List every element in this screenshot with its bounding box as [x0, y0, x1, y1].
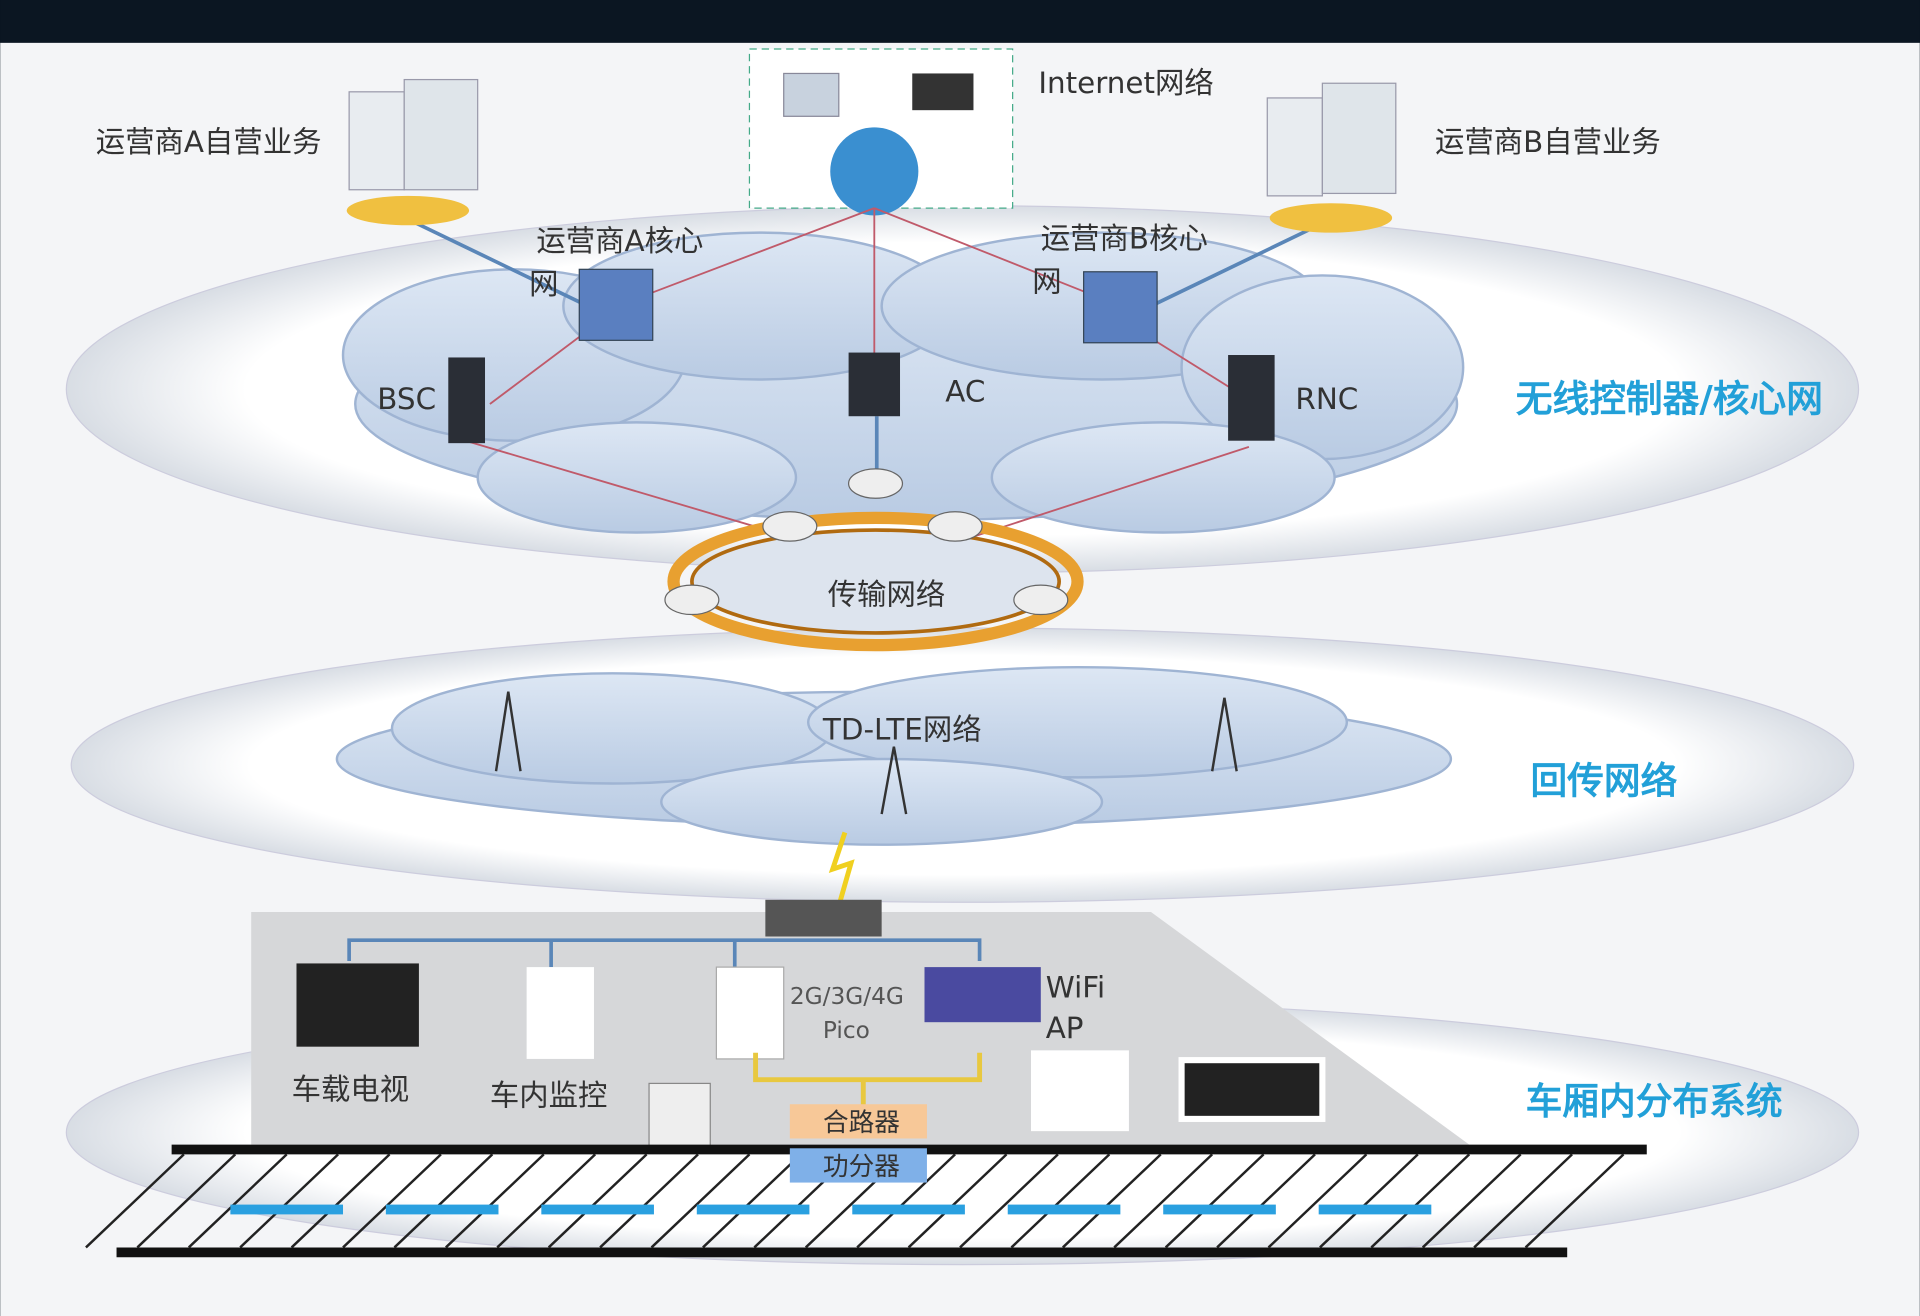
carriage-links	[347, 938, 982, 968]
splitter-box	[789, 1148, 927, 1183]
track-sleeper	[702, 1153, 802, 1249]
leaky-cable-segment	[696, 1204, 810, 1215]
core-links	[465, 207, 1250, 540]
pico-label: 2G/3G/4G	[790, 983, 904, 1010]
operator-b-service-label: 运营商B自营业务	[1435, 125, 1661, 159]
track-sleeper	[393, 1153, 494, 1249]
track-sleeper	[342, 1153, 442, 1249]
track-sleeper	[856, 1153, 956, 1249]
rnc-rack-icon	[1228, 355, 1275, 441]
vehicle-router-icon	[765, 899, 882, 937]
leaky-cable-segment	[230, 1204, 344, 1215]
track-sleeper	[1473, 1153, 1573, 1249]
track-sleeper	[907, 1153, 1008, 1249]
track-sleeper	[444, 1153, 545, 1249]
splitter-label: 功分器	[823, 1152, 900, 1182]
tv-icon	[296, 963, 419, 1047]
rf-feeder-lines	[753, 1052, 983, 1108]
track-sleeper	[1216, 1153, 1316, 1249]
track-sleeper	[599, 1153, 699, 1249]
op-b-core-label: 运营商B核心	[1041, 222, 1208, 256]
leaky-cable-segment	[541, 1204, 654, 1215]
wifi-label-2: AP	[1046, 1011, 1084, 1045]
internet-label: Internet网络	[1038, 66, 1213, 100]
track-sleeper	[650, 1153, 751, 1249]
track-sleeper	[496, 1153, 597, 1249]
ac-rack-icon	[848, 352, 901, 417]
carriage-layer-label: 车厢内分布系统	[1526, 1080, 1783, 1123]
operator-a-service-label: 运营商A自营业务	[96, 125, 322, 159]
pico-icon	[715, 966, 785, 1060]
leaky-cable-segment	[852, 1204, 965, 1215]
bsc-label: BSC	[377, 382, 436, 416]
rnc-label: RNC	[1295, 382, 1358, 416]
track-sleeper	[1267, 1153, 1368, 1249]
leaky-cable-segment	[385, 1204, 499, 1215]
laptop-icon	[648, 1082, 711, 1152]
track-sleeper	[136, 1153, 237, 1249]
track-sleeper	[1421, 1153, 1522, 1249]
core-cloud	[341, 231, 1465, 534]
leaky-cable-segment	[1163, 1204, 1276, 1215]
track-sleeper	[1010, 1153, 1111, 1249]
op-a-core-label-2: 网	[529, 267, 558, 301]
bsc-rack-icon	[448, 357, 486, 444]
track-sleeper	[187, 1153, 288, 1249]
core-layer-label: 无线控制器/核心网	[1516, 377, 1823, 420]
track-sleeper	[290, 1153, 391, 1249]
transport-label: 传输网络	[828, 578, 946, 612]
tv-label: 车载电视	[292, 1072, 410, 1106]
wifi-ap-icon	[924, 967, 1041, 1023]
track-sleeper	[85, 1153, 185, 1249]
leaky-cable-segment	[1318, 1204, 1432, 1215]
core-switch-b-icon	[1083, 271, 1158, 344]
leaky-cable-segment	[1007, 1204, 1121, 1215]
track-sleeper	[1524, 1153, 1625, 1249]
track-sleeper	[1113, 1153, 1214, 1249]
camera-icon	[526, 967, 594, 1059]
track-sleeper	[1061, 1153, 1162, 1249]
core-switch-a-icon	[578, 268, 654, 341]
track-sleeper	[1164, 1153, 1265, 1249]
operator-a-server-icon	[346, 78, 479, 226]
phone-icon	[1031, 1050, 1129, 1132]
track-sleeper	[1370, 1153, 1471, 1249]
track-sleeper	[1319, 1153, 1419, 1249]
service-links	[409, 218, 1330, 472]
combiner-label: 合路器	[823, 1108, 900, 1138]
backhaul-layer-label: 回传网络	[1530, 759, 1677, 802]
wireless-bolt-icon	[828, 831, 855, 907]
laptop-icon	[912, 73, 974, 111]
track-sleeper	[239, 1153, 339, 1249]
pc-icon	[783, 72, 840, 117]
tdlte-cloud	[335, 665, 1453, 846]
pico-label-2: Pico	[823, 1017, 870, 1044]
cell-tower-icon	[1210, 697, 1238, 772]
operator-b-server-icon	[1266, 82, 1397, 233]
wifi-label: WiFi	[1046, 971, 1105, 1005]
cell-tower-icon	[494, 691, 522, 772]
op-b-core-label-2: 网	[1032, 264, 1061, 298]
cell-tower-icon	[880, 746, 908, 815]
tdlte-label: TD-LTE网络	[822, 712, 982, 746]
ac-label: AC	[945, 375, 985, 409]
track-sleeper	[547, 1153, 648, 1249]
combiner-box	[789, 1104, 927, 1139]
transport-ring	[664, 468, 1084, 652]
monitor-label: 车内监控	[490, 1078, 608, 1112]
op-a-core-label: 运营商A核心	[536, 224, 703, 258]
globe-icon	[830, 127, 919, 216]
tablet-icon	[1178, 1057, 1326, 1122]
track-sleeper	[959, 1153, 1059, 1249]
